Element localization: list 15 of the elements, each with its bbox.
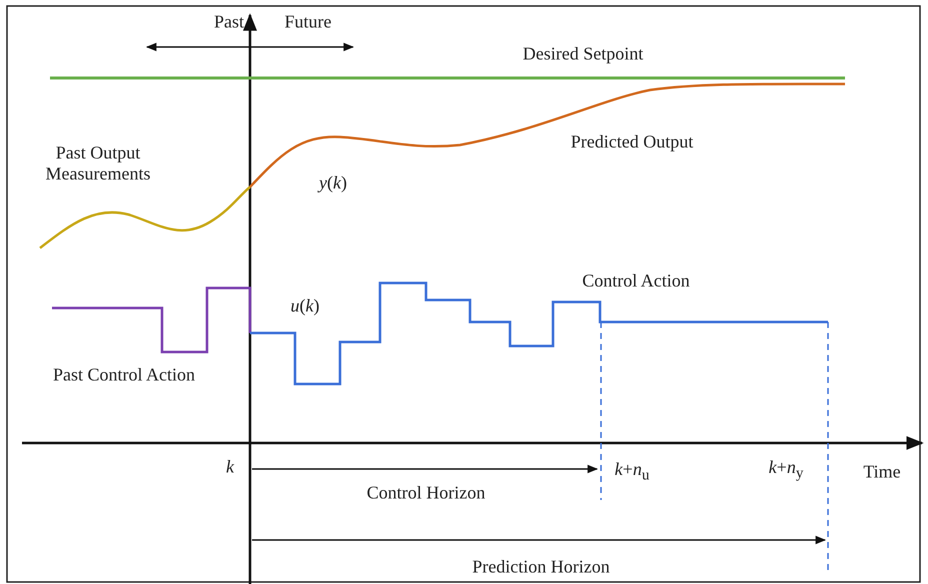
math-label: u(k) — [290, 296, 320, 316]
curve-label: Past Output Measurements — [44, 142, 152, 184]
curve-label: Predicted Output — [570, 132, 694, 152]
curve-label: Past Control Action — [53, 364, 195, 386]
curve-label: Desired Setpoint — [522, 44, 644, 64]
axis-label: Future — [284, 12, 332, 32]
curve-label: Control Action — [582, 270, 690, 292]
axis-label: Past — [214, 12, 244, 32]
dimension-label: Prediction Horizon — [472, 556, 610, 578]
dimension-label: Control Horizon — [366, 482, 486, 504]
axis-label: Time — [863, 462, 901, 482]
tick-label: k — [226, 456, 234, 478]
tick-label: k+n$_{u}$ — [614, 459, 650, 485]
math-label: y(k) — [319, 172, 347, 194]
tick-label: k+n$_{y}$ — [768, 457, 804, 483]
